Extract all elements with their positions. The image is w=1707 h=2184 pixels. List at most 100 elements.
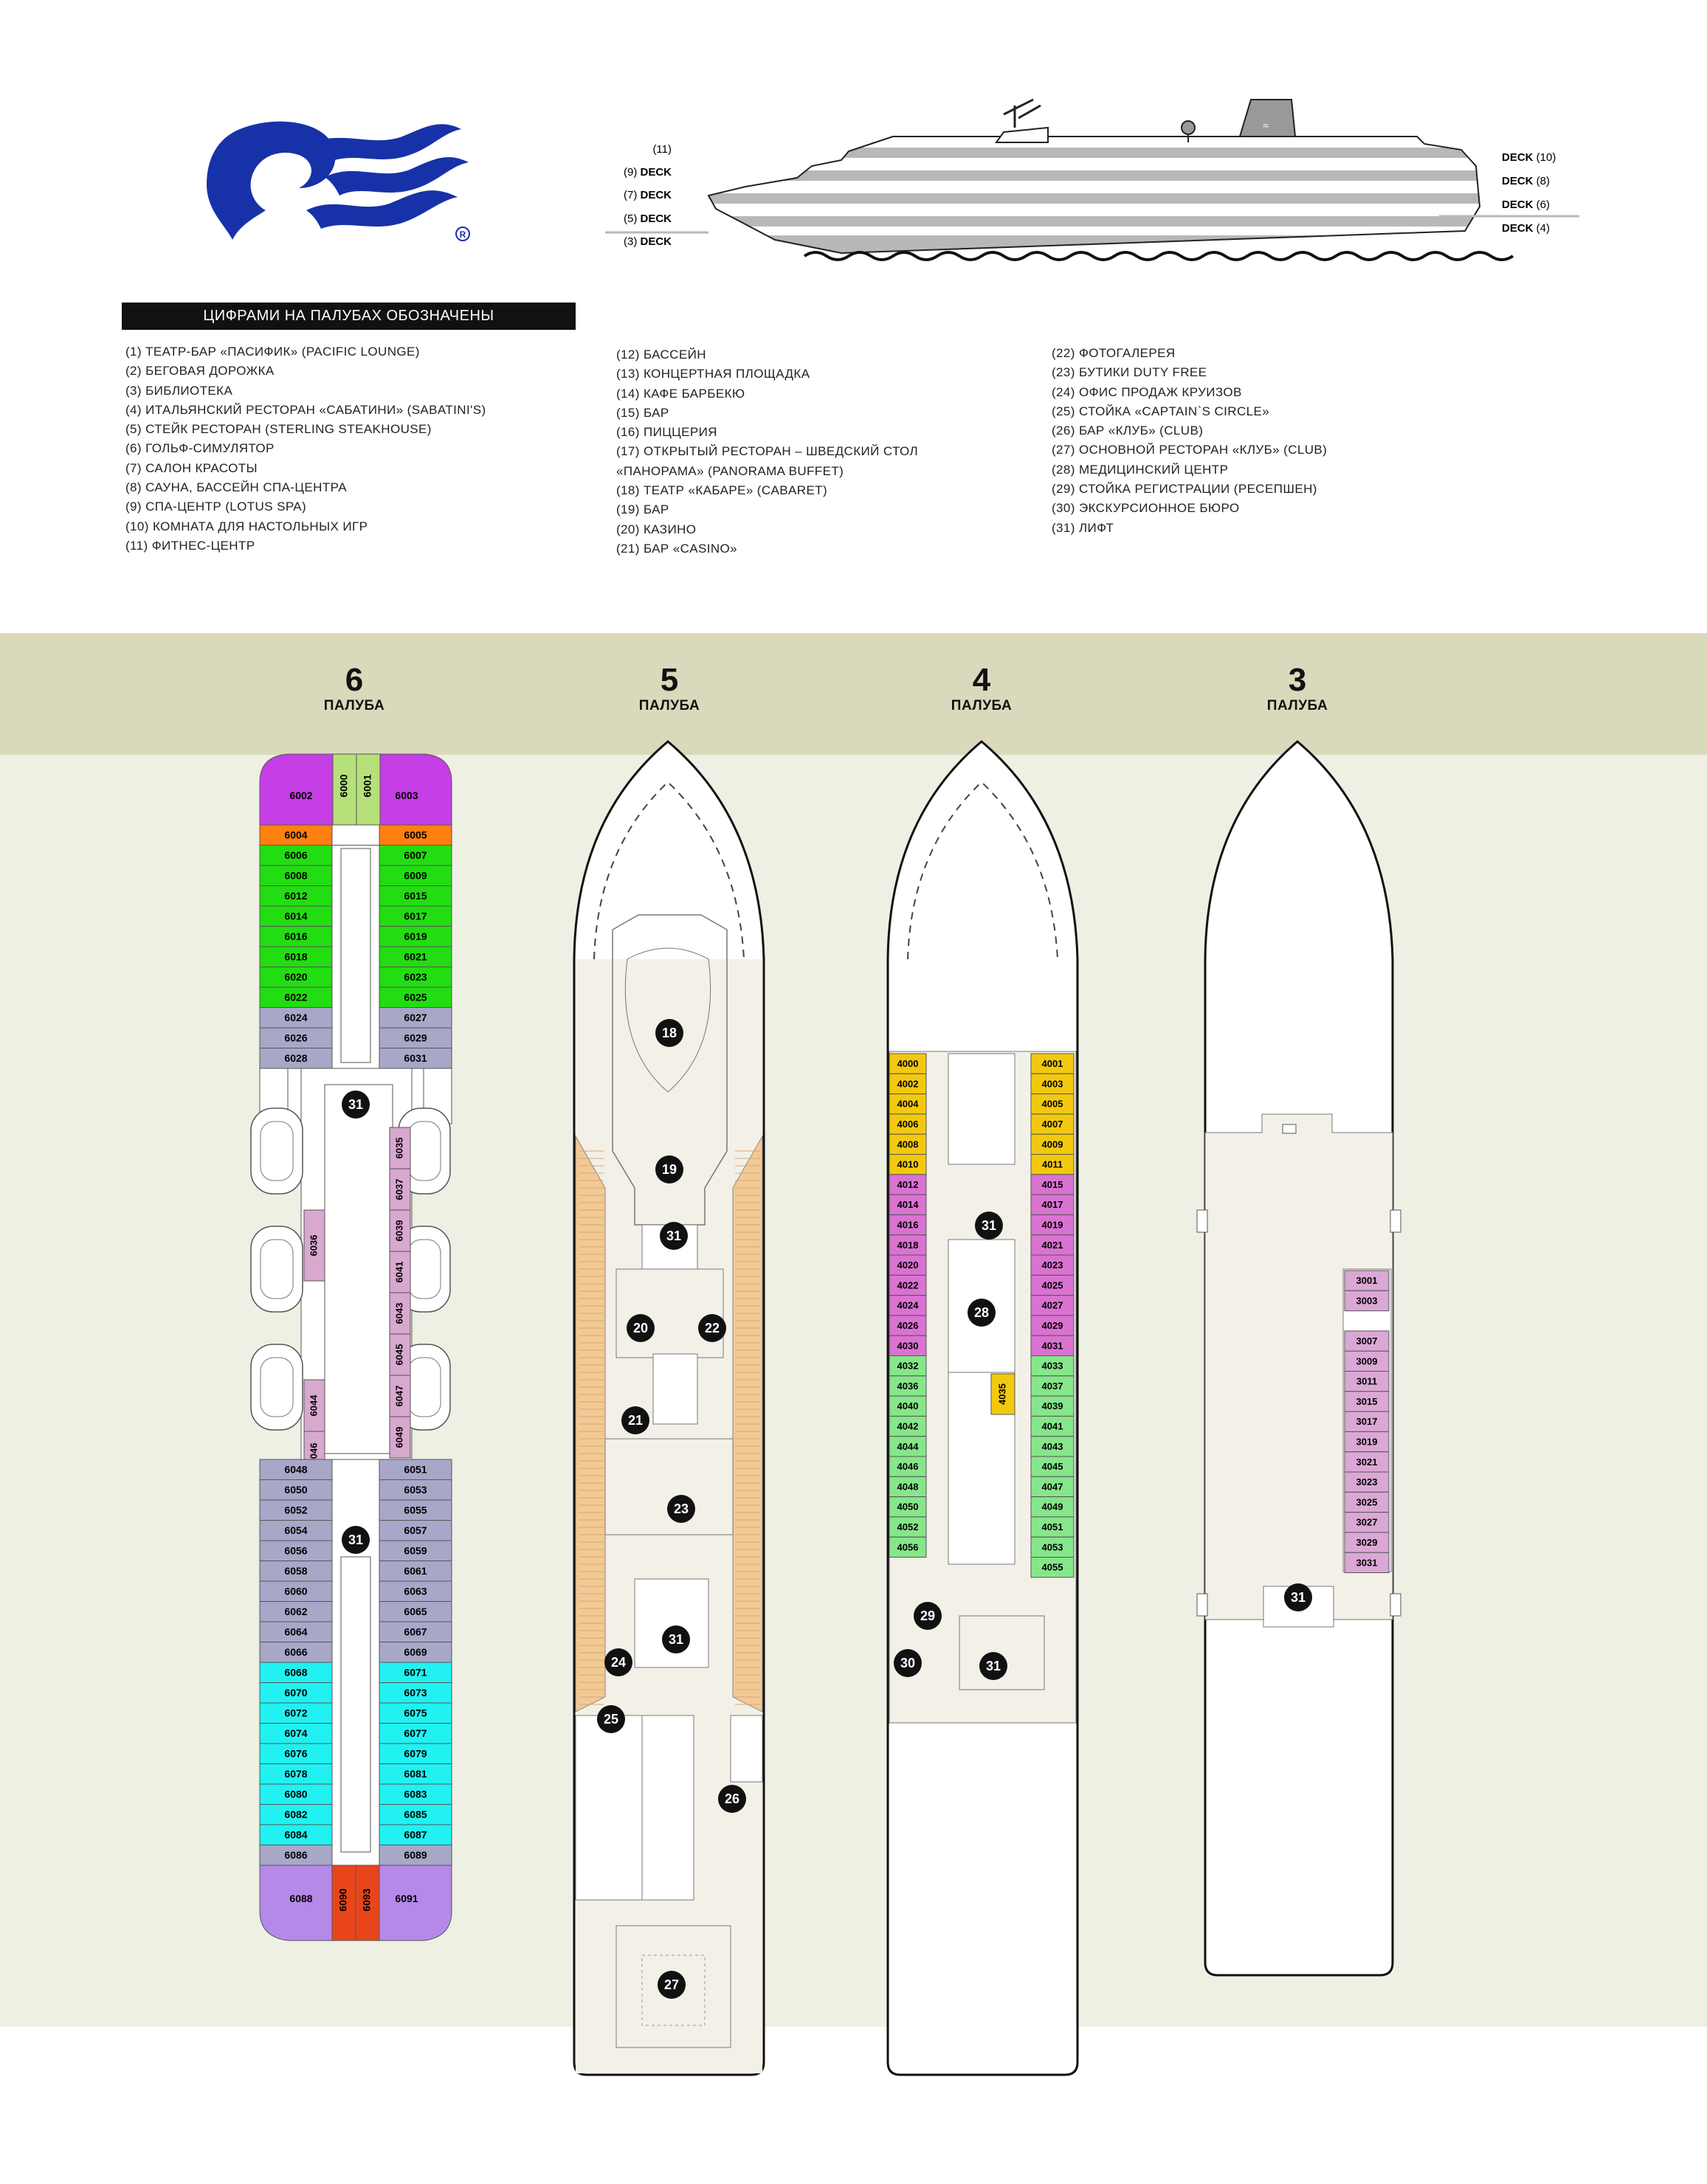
cabin[interactable] (1344, 1431, 1390, 1453)
cabin[interactable] (889, 1113, 927, 1135)
cabin[interactable] (259, 946, 333, 967)
cabin[interactable] (1030, 1456, 1075, 1477)
cabin[interactable] (389, 1168, 411, 1211)
venue-marker[interactable] (975, 1212, 1003, 1240)
cabin[interactable] (1030, 1496, 1075, 1518)
cabin[interactable] (889, 1536, 927, 1558)
cabin[interactable] (259, 1642, 333, 1663)
cabin[interactable] (259, 1763, 333, 1785)
cabin[interactable] (389, 1251, 411, 1293)
venue-marker[interactable] (979, 1652, 1007, 1680)
cabin[interactable] (1030, 1234, 1075, 1256)
cabin[interactable] (259, 1601, 333, 1623)
cabin[interactable] (1030, 1335, 1075, 1356)
venue-marker[interactable] (604, 1648, 632, 1676)
cabin[interactable] (1344, 1270, 1390, 1291)
cabin[interactable] (259, 986, 333, 1008)
cabin[interactable] (259, 967, 333, 988)
cabin[interactable] (259, 1702, 333, 1724)
cabin[interactable] (379, 1520, 452, 1541)
cabin[interactable] (1030, 1395, 1075, 1417)
cabin[interactable] (1030, 1053, 1075, 1074)
cabin[interactable] (1344, 1330, 1390, 1352)
cabin[interactable] (889, 1254, 927, 1276)
cabin[interactable] (889, 1093, 927, 1115)
cabin[interactable] (379, 1702, 452, 1724)
venue-marker[interactable] (660, 1222, 688, 1250)
cabin[interactable] (259, 1520, 333, 1541)
cabin[interactable] (889, 1073, 927, 1095)
cabin[interactable] (889, 1436, 927, 1457)
cabin[interactable] (1030, 1194, 1075, 1215)
cabin[interactable] (259, 1723, 333, 1744)
venue-marker[interactable] (655, 1155, 683, 1183)
cabin[interactable] (259, 885, 333, 907)
venue-marker[interactable] (655, 1019, 683, 1047)
cabin[interactable] (389, 1375, 411, 1417)
venue-marker[interactable] (597, 1705, 625, 1733)
cabin[interactable] (1344, 1371, 1390, 1392)
cabin[interactable] (1030, 1557, 1075, 1578)
cabin[interactable] (1030, 1516, 1075, 1538)
cabin[interactable] (1030, 1133, 1075, 1155)
cabin[interactable] (379, 865, 452, 886)
cabin[interactable] (379, 1804, 452, 1825)
cabin[interactable] (889, 1194, 927, 1215)
cabin[interactable] (1344, 1471, 1390, 1493)
cabin[interactable] (379, 1027, 452, 1048)
cabin[interactable] (303, 1379, 325, 1432)
cabin[interactable] (1030, 1375, 1075, 1397)
cabin[interactable] (1344, 1391, 1390, 1412)
venue-marker[interactable] (718, 1785, 746, 1813)
cabin[interactable] (259, 1845, 333, 1866)
cabin[interactable] (379, 986, 452, 1008)
cabin[interactable] (303, 1209, 325, 1282)
cabin[interactable] (1030, 1415, 1075, 1437)
cabin[interactable] (889, 1516, 927, 1538)
cabin[interactable] (379, 1561, 452, 1582)
cabin[interactable] (379, 1743, 452, 1764)
cabin[interactable] (889, 1355, 927, 1377)
cabin[interactable] (889, 1133, 927, 1155)
cabin[interactable] (889, 1174, 927, 1195)
venue-marker[interactable] (662, 1625, 690, 1653)
cabin[interactable] (259, 865, 333, 886)
cabin[interactable] (379, 967, 452, 988)
cabin[interactable] (1030, 1295, 1075, 1316)
cabin[interactable] (389, 1416, 411, 1459)
cabin[interactable] (379, 905, 452, 927)
cabin[interactable] (379, 885, 452, 907)
cabin[interactable] (1344, 1532, 1390, 1553)
cabin[interactable] (259, 1007, 333, 1029)
cabin[interactable] (1030, 1254, 1075, 1276)
cabin[interactable] (1030, 1476, 1075, 1498)
venue-marker[interactable] (621, 1406, 649, 1434)
cabin[interactable] (259, 1459, 333, 1480)
venue-marker[interactable] (698, 1314, 726, 1342)
cabin[interactable] (379, 946, 452, 967)
cabin[interactable] (990, 1373, 1015, 1415)
cabin[interactable] (379, 845, 452, 866)
cabin[interactable] (1030, 1154, 1075, 1175)
cabin[interactable] (1030, 1174, 1075, 1195)
cabin[interactable] (259, 1048, 333, 1069)
cabin[interactable] (1030, 1274, 1075, 1296)
cabin[interactable] (379, 1682, 452, 1704)
venue-marker[interactable] (627, 1314, 655, 1342)
cabin[interactable] (259, 1540, 333, 1561)
cabin[interactable] (889, 1476, 927, 1498)
cabin[interactable] (379, 1459, 452, 1480)
cabin[interactable] (889, 1234, 927, 1256)
cabin[interactable] (1030, 1315, 1075, 1336)
cabin[interactable] (379, 1007, 452, 1029)
cabin[interactable] (1344, 1552, 1390, 1573)
cabin[interactable] (379, 1048, 452, 1069)
cabin[interactable] (1344, 1290, 1390, 1312)
cabin[interactable] (889, 1295, 927, 1316)
cabin[interactable] (389, 1127, 411, 1169)
cabin[interactable] (1030, 1536, 1075, 1558)
cabin[interactable] (1030, 1093, 1075, 1115)
venue-marker[interactable] (658, 1971, 686, 1999)
cabin[interactable] (889, 1496, 927, 1518)
cabin[interactable] (1030, 1436, 1075, 1457)
